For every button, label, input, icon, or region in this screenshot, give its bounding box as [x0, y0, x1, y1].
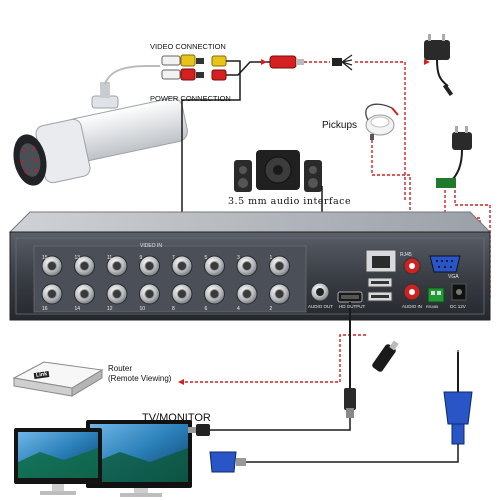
- bnc-number-label: 1: [270, 255, 273, 261]
- tv-monitor-label: TV/MONITOR: [142, 412, 211, 424]
- bnc-number-label: 7: [172, 255, 175, 261]
- bnc-input-center: [209, 289, 220, 299]
- router-sublabel: (Remote Viewing): [108, 374, 172, 383]
- power-adapter-icon: [424, 34, 454, 97]
- vga-port[interactable]: [429, 255, 461, 273]
- bnc-number-label: 8: [172, 306, 175, 312]
- pickups-label: Pickups: [322, 120, 358, 131]
- audio-out-label: AUDIO OUT: [308, 304, 334, 309]
- vga-label: VGA: [448, 274, 459, 280]
- bnc-input-center: [144, 289, 155, 299]
- hdmi-plug-icon: [188, 302, 356, 436]
- monitor-icon: [14, 420, 192, 497]
- dc12v-label: DC 12V: [450, 304, 466, 309]
- bnc-input-center: [144, 261, 155, 271]
- bnc-number-label: 6: [205, 306, 208, 312]
- bnc-number-label: 4: [237, 306, 240, 312]
- speaker-icon: [234, 150, 322, 192]
- bnc-number-label: 3: [237, 255, 240, 261]
- bnc-input-center: [242, 261, 252, 271]
- bnc-input-center: [274, 289, 285, 299]
- bnc-input-center: [242, 289, 252, 299]
- usb-ports[interactable]: [367, 277, 393, 302]
- dc-power-port[interactable]: [451, 283, 467, 301]
- router-label: Router: [108, 364, 133, 373]
- microphone-icon: [365, 103, 399, 140]
- bnc-number-label: 13: [75, 255, 81, 261]
- bnc-number-label: 16: [42, 306, 48, 312]
- rj45-port[interactable]: [365, 249, 397, 273]
- bnc-input-center: [177, 261, 187, 271]
- bnc-input-center: [79, 261, 90, 271]
- bnc-input-center: [47, 289, 57, 299]
- rs485-label: RS485: [426, 304, 439, 309]
- connection-arrows: [178, 59, 430, 385]
- bnc-input-center: [177, 289, 187, 299]
- power-cable: [269, 54, 405, 71]
- bnc-number-label: 2: [270, 306, 273, 312]
- bnc-input-center: [274, 261, 285, 271]
- bnc-number-label: 14: [75, 306, 81, 312]
- bnc-number-label: 12: [107, 306, 113, 312]
- audio-out-port[interactable]: [310, 282, 330, 302]
- audio-in-label: AUDIO IN: [402, 304, 423, 309]
- bnc-number-label: 15: [42, 255, 48, 261]
- dvr-recorder: [8, 211, 492, 321]
- usb-mouse-icon: [372, 340, 399, 372]
- bnc-number-label: 5: [205, 255, 208, 261]
- terminal-block: [436, 178, 456, 188]
- router-icon: [12, 361, 104, 397]
- bnc-input-center: [209, 261, 220, 271]
- power-adapter-icon: [449, 126, 472, 183]
- camera-icon: [13, 65, 188, 186]
- bnc-number-label: 9: [140, 255, 143, 261]
- rs485-terminal[interactable]: [427, 287, 445, 303]
- bnc-input-center: [112, 261, 122, 271]
- video-connection-label: VIDEO CONNECTION: [150, 42, 226, 51]
- bnc-input-center: [79, 289, 90, 299]
- hd-output-label: HD OUTPUT: [339, 304, 366, 309]
- video-in-label: VIDEO IN: [140, 243, 162, 249]
- vga-plug-icon: [209, 352, 473, 473]
- rj45-label: RJ45: [400, 252, 412, 258]
- cable-splitter: [148, 54, 270, 200]
- bnc-number-label: 11: [107, 255, 112, 261]
- power-connection-label: POWER CONNECTION: [150, 94, 231, 103]
- audio-in-ports[interactable]: [403, 257, 421, 301]
- bnc-input-center: [112, 289, 122, 299]
- bnc-video-inputs: 15 13 11 9 7 5 3 1 16 14 12 10 8 6 4 2: [41, 255, 290, 312]
- audio-interface-label: 3.5 mm audio interface: [228, 196, 352, 207]
- hdmi-port[interactable]: [337, 291, 363, 303]
- bnc-input-center: [47, 261, 57, 271]
- bnc-number-label: 10: [140, 306, 146, 312]
